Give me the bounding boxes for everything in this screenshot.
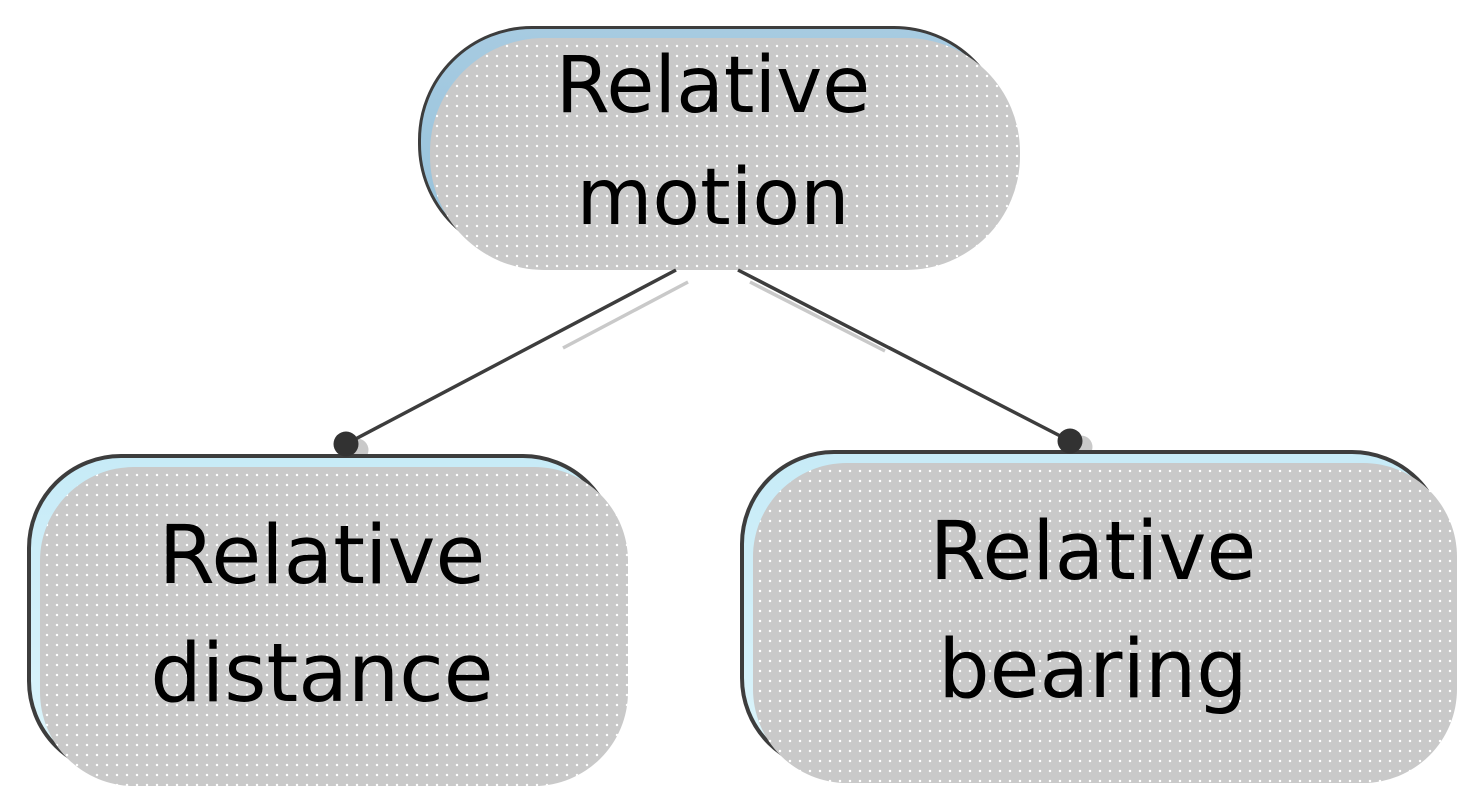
connection-dot-left xyxy=(333,431,359,457)
connector-root-to-right xyxy=(737,268,1071,443)
node-relative-distance: Relative distance xyxy=(27,454,617,775)
connector-left-shadow xyxy=(562,280,689,350)
node-relative-bearing: Relative bearing xyxy=(740,450,1446,772)
node-label-line: distance xyxy=(150,626,494,721)
node-label-line: Relative xyxy=(158,508,486,603)
node-label-line: bearing xyxy=(938,623,1248,717)
node-relative-motion: Relative motion xyxy=(418,26,1008,258)
node-label-line: Relative xyxy=(929,505,1257,599)
connector-root-to-left xyxy=(345,268,677,446)
node-label-line: Relative xyxy=(555,41,871,131)
node-label-line: motion xyxy=(576,153,850,243)
connector-right-shadow xyxy=(749,280,886,353)
